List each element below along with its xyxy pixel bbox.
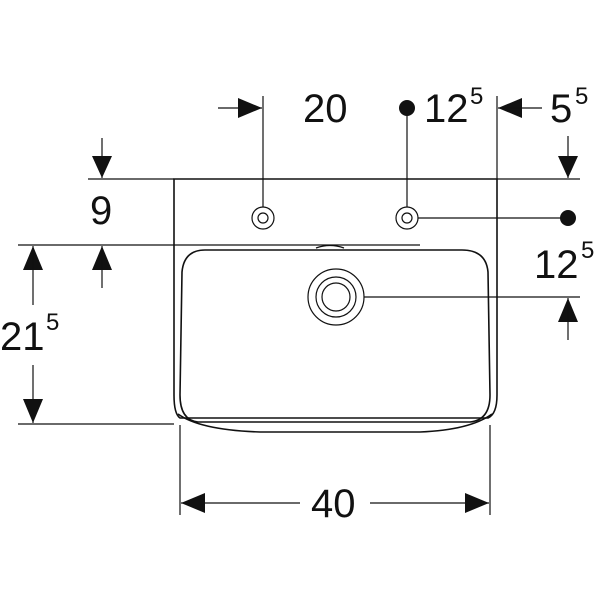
drain — [307, 268, 365, 326]
dim-top-mid: 12 5 — [399, 83, 483, 131]
dim-bottom: 40 — [181, 482, 489, 526]
svg-text:12: 12 — [424, 87, 469, 131]
extension-lines — [18, 96, 580, 515]
svg-text:5: 5 — [581, 237, 594, 264]
svg-text:5: 5 — [46, 309, 59, 336]
svg-text:21: 21 — [0, 315, 45, 359]
tap-hole-left — [251, 206, 275, 230]
dim-right-mid: 12 5 — [534, 136, 594, 340]
svg-text:5: 5 — [470, 83, 483, 110]
dim-top-right: 5 5 — [498, 83, 588, 131]
svg-text:20: 20 — [303, 87, 348, 131]
svg-text:12: 12 — [534, 243, 579, 287]
dim-top-left: 20 — [218, 87, 348, 131]
svg-text:9: 9 — [90, 189, 112, 233]
svg-text:40: 40 — [311, 482, 356, 526]
svg-text:5: 5 — [575, 83, 588, 110]
basin-body — [173, 178, 498, 433]
dim-left-top: 9 — [90, 138, 112, 288]
svg-text:5: 5 — [550, 87, 572, 131]
dim-left-big: 21 5 — [0, 246, 59, 423]
tap-hole-right — [395, 206, 419, 230]
